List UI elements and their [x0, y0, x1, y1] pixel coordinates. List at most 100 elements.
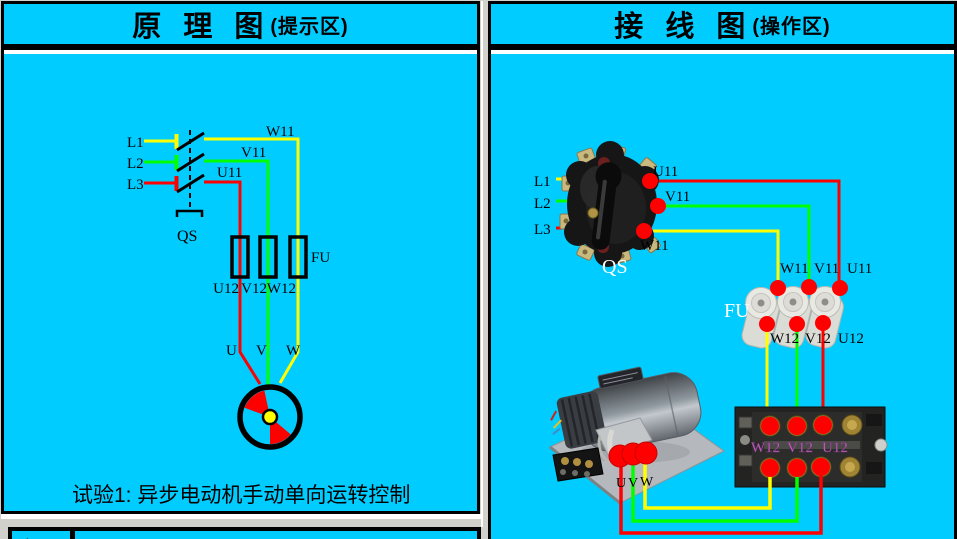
wiring-title-suffix: (操作区)	[752, 15, 831, 38]
strip-screw	[585, 460, 593, 468]
strip-screw	[561, 457, 569, 465]
motor-rotor-wedge-lower	[270, 417, 291, 445]
motor-rotor-wedge-upper	[244, 390, 270, 417]
phase-label-l2: L2	[534, 196, 551, 212]
qs-terminal-label-u11: U11	[653, 164, 678, 180]
qs-label: QS	[602, 256, 628, 278]
fu-terminal-w12[interactable]	[759, 316, 775, 332]
gutter-highlight	[481, 1, 483, 527]
block-end-cap	[866, 462, 882, 474]
phase-label-l2: L2	[127, 156, 144, 172]
phase-label-l1: L1	[534, 174, 551, 190]
qs-blade-2	[176, 152, 205, 173]
principle-schematic: L1 L2 L3 QS W11 V11 U11 FU U12 V12 W12 U…	[72, 124, 410, 507]
motor-terminal-label-v: V	[256, 343, 267, 359]
strip-screw-dark	[572, 470, 578, 476]
fu-label-w12: W12	[770, 331, 799, 347]
strip-screw	[573, 458, 581, 466]
wiring-panel-title: 接 线 图(操作区)	[491, 4, 954, 50]
wire-label-u12: U12	[213, 281, 239, 297]
qs-terminal-label-w11: W11	[640, 238, 669, 254]
wire-label-v11: V11	[241, 145, 266, 161]
wire-v11	[657, 204, 811, 288]
panel-bottom-highlight	[1, 514, 481, 519]
fu-label: FU	[311, 250, 330, 266]
fu-terminal-w11[interactable]	[770, 280, 786, 296]
strip-screw-dark	[584, 471, 590, 477]
motor-terminal-label-w: W	[286, 343, 301, 359]
wire-u11	[650, 179, 841, 288]
qs-blade-3	[176, 173, 205, 194]
principle-title-suffix: (提示区)	[270, 15, 349, 38]
wire-label-u11: U11	[217, 165, 242, 181]
block-terminal-u12-bottom[interactable]	[812, 458, 830, 476]
block-label-v12: V12	[787, 440, 813, 456]
fu-label-u12: U12	[838, 331, 864, 347]
wire-label-v12: V12	[241, 281, 267, 297]
qs-handle[interactable]	[587, 161, 624, 252]
fu-terminal-u11[interactable]	[832, 280, 848, 296]
motor-terminal-label-w: W	[640, 475, 654, 490]
wire-v-to-motor	[631, 455, 799, 523]
wire-label-w11: W11	[266, 124, 295, 140]
fu-label-v12: V12	[805, 331, 831, 347]
wire-u11-u12	[204, 180, 262, 385]
motor-front-end	[550, 391, 607, 449]
fu-label-w11: W11	[780, 261, 809, 277]
qs-handle-bracket	[175, 209, 204, 217]
motor-terminal-label-u: U	[616, 476, 626, 491]
motor-terminal-label-v: V	[628, 476, 638, 491]
principle-title-text: 原 理 图	[132, 11, 271, 43]
block-clip	[738, 454, 753, 467]
caption-text: 试验1: 异步电动机手动单向运转控制	[72, 484, 410, 507]
block-clip	[738, 416, 753, 429]
qs-terminal-u11[interactable]	[642, 173, 658, 189]
phase-label-l3: L3	[127, 177, 144, 193]
wire-w11	[643, 229, 780, 288]
block-terminal-w12-top[interactable]	[761, 417, 779, 435]
title-highlight-line	[4, 50, 477, 54]
block-label-u12: U12	[822, 440, 848, 456]
phase-label-l3: L3	[534, 222, 551, 238]
fu-terminal-v12[interactable]	[789, 316, 805, 332]
terminal-link-strip	[764, 441, 860, 449]
block-side-screw	[740, 435, 750, 445]
qs-terminal-w11[interactable]	[636, 223, 652, 239]
wire-w-to-motor	[643, 455, 772, 510]
fu-terminal-v11[interactable]	[801, 279, 817, 295]
wire-u-to-motor	[619, 455, 823, 535]
wire-label-w12: W12	[267, 281, 296, 297]
wiring-diagram: L1 L2 L3 U11 V11 W11 QS FU W11 V11 U11 W…	[534, 141, 888, 535]
strip-screw-dark	[560, 469, 566, 475]
principle-panel-title: 原 理 图(提示区)	[4, 4, 477, 50]
wire-w11-w12	[204, 137, 300, 384]
fu-label: FU	[724, 300, 750, 322]
fuse-symbol-v	[258, 235, 278, 279]
fuse-symbol-u	[230, 235, 250, 279]
motor-terminal-label-u: U	[226, 343, 237, 359]
fu-label-v11: V11	[814, 261, 839, 277]
block-label-w12: W12	[751, 440, 780, 456]
block-terminal-v12-top[interactable]	[788, 417, 806, 435]
block-terminal-u12-top[interactable]	[814, 416, 832, 434]
fuse-symbol-w	[288, 235, 308, 279]
wire-v11-v12	[204, 159, 270, 386]
block-terminal-v12-bottom[interactable]	[788, 459, 806, 477]
title-highlight-line	[491, 50, 954, 54]
qs-center-screw	[587, 207, 599, 219]
qs-blade-1	[176, 131, 205, 152]
motor-terminal-w[interactable]	[634, 441, 658, 465]
phase-label-l1: L1	[127, 135, 144, 151]
qs-terminal-label-v11: V11	[665, 189, 690, 205]
fu-label-u11: U11	[847, 261, 872, 277]
terminal-dots[interactable]	[608, 173, 848, 477]
block-terminal-w12-bottom[interactable]	[761, 459, 779, 477]
fu-terminal-u12[interactable]	[815, 315, 831, 331]
block-end-screw	[874, 438, 888, 452]
wiring-title-text: 接 线 图	[614, 11, 753, 43]
qs-terminal-v11[interactable]	[650, 198, 666, 214]
block-end-cap	[866, 414, 882, 426]
motor-shaft-dot	[261, 408, 279, 426]
